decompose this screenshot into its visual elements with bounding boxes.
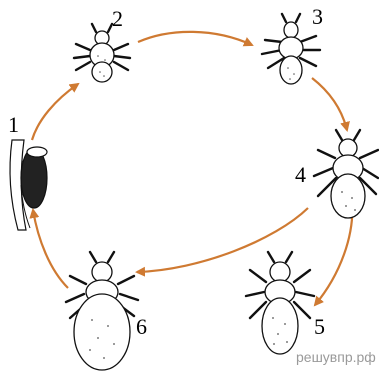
adult-female-illustration <box>66 252 138 370</box>
arrow-3-to-4 <box>312 78 347 130</box>
egg-illustration <box>10 140 47 230</box>
adult-male-illustration <box>246 252 314 354</box>
arrow-2-to-3 <box>138 32 252 45</box>
stage-label-6: 6 <box>136 314 147 339</box>
arrow-1-to-2 <box>32 84 78 140</box>
watermark-text: решувпр.рф <box>296 349 376 365</box>
stage-label-5: 5 <box>314 314 325 339</box>
stage-label-4: 4 <box>295 162 306 187</box>
arrow-6-to-1 <box>33 210 68 288</box>
stage-label-1: 1 <box>8 112 19 137</box>
nymph-stage-2-illustration <box>74 24 130 82</box>
stage-label-2: 2 <box>112 6 123 31</box>
nymph-stage-4-illustration <box>314 130 378 218</box>
stage-label-3: 3 <box>312 4 323 29</box>
